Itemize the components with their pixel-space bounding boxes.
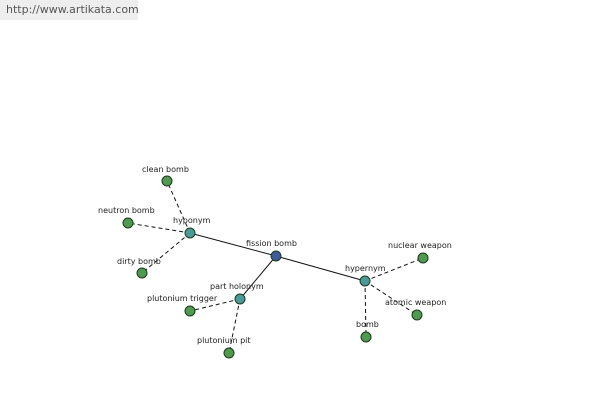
node-label-clean-bomb: clean bomb [142, 165, 189, 174]
node-label-hypernym: hypernym [345, 264, 386, 273]
edge-hyponym-to-neutron-bomb [127, 222, 191, 234]
edge-fission-bomb-to-hypernym [275, 255, 366, 282]
node-label-part-holonym: part holonym [210, 282, 264, 291]
edge-hyponym-to-clean-bomb [166, 180, 191, 234]
edge-hypernym-to-atomic-weapon [364, 280, 418, 316]
edge-part-holonym-to-plutonium-pit [228, 298, 241, 354]
edge-fission-bomb-to-part-holonym [239, 255, 277, 300]
node-hypernym[interactable] [359, 275, 371, 287]
edges-layer [127, 180, 424, 354]
node-label-bomb: bomb [356, 320, 379, 329]
edge-hypernym-to-nuclear-weapon [364, 257, 424, 282]
node-label-plutonium-trigger: plutonium trigger [147, 294, 218, 303]
node-label-neutron-bomb: neutron bomb [98, 206, 155, 215]
node-label-atomic-weapon: atomic weapon [385, 298, 446, 307]
edge-fission-bomb-to-hyponym [189, 232, 277, 257]
node-bomb[interactable] [360, 331, 372, 343]
url-text[interactable]: http://www.artikata.com [6, 3, 139, 16]
node-dirty-bomb[interactable] [136, 267, 148, 279]
edge-hyponym-to-dirty-bomb [141, 232, 191, 274]
node-plutonium-pit[interactable] [223, 347, 235, 359]
nodes-layer [122, 175, 429, 359]
node-atomic-weapon[interactable] [411, 309, 423, 321]
node-label-hyponym: hyponym [173, 216, 211, 225]
node-hyponym[interactable] [184, 227, 196, 239]
edge-hypernym-to-bomb [364, 280, 367, 338]
node-label-nuclear-weapon: nuclear weapon [388, 241, 452, 250]
node-fission-bomb[interactable] [270, 250, 282, 262]
node-part-holonym[interactable] [234, 293, 246, 305]
node-clean-bomb[interactable] [161, 175, 173, 187]
url-banner[interactable]: http://www.artikata.com [0, 0, 139, 20]
node-neutron-bomb[interactable] [122, 217, 134, 229]
labels-layer: fission bomb hyponym part holonym hypernym c… [98, 165, 452, 345]
edge-part-holonym-to-plutonium-trigger [189, 298, 241, 312]
node-label-fission-bomb: fission bomb [246, 239, 297, 248]
node-plutonium-trigger[interactable] [184, 305, 196, 317]
node-label-dirty-bomb: dirty bomb [117, 257, 161, 266]
node-nuclear-weapon[interactable] [417, 252, 429, 264]
node-label-plutonium-pit: plutonium pit [197, 336, 251, 345]
